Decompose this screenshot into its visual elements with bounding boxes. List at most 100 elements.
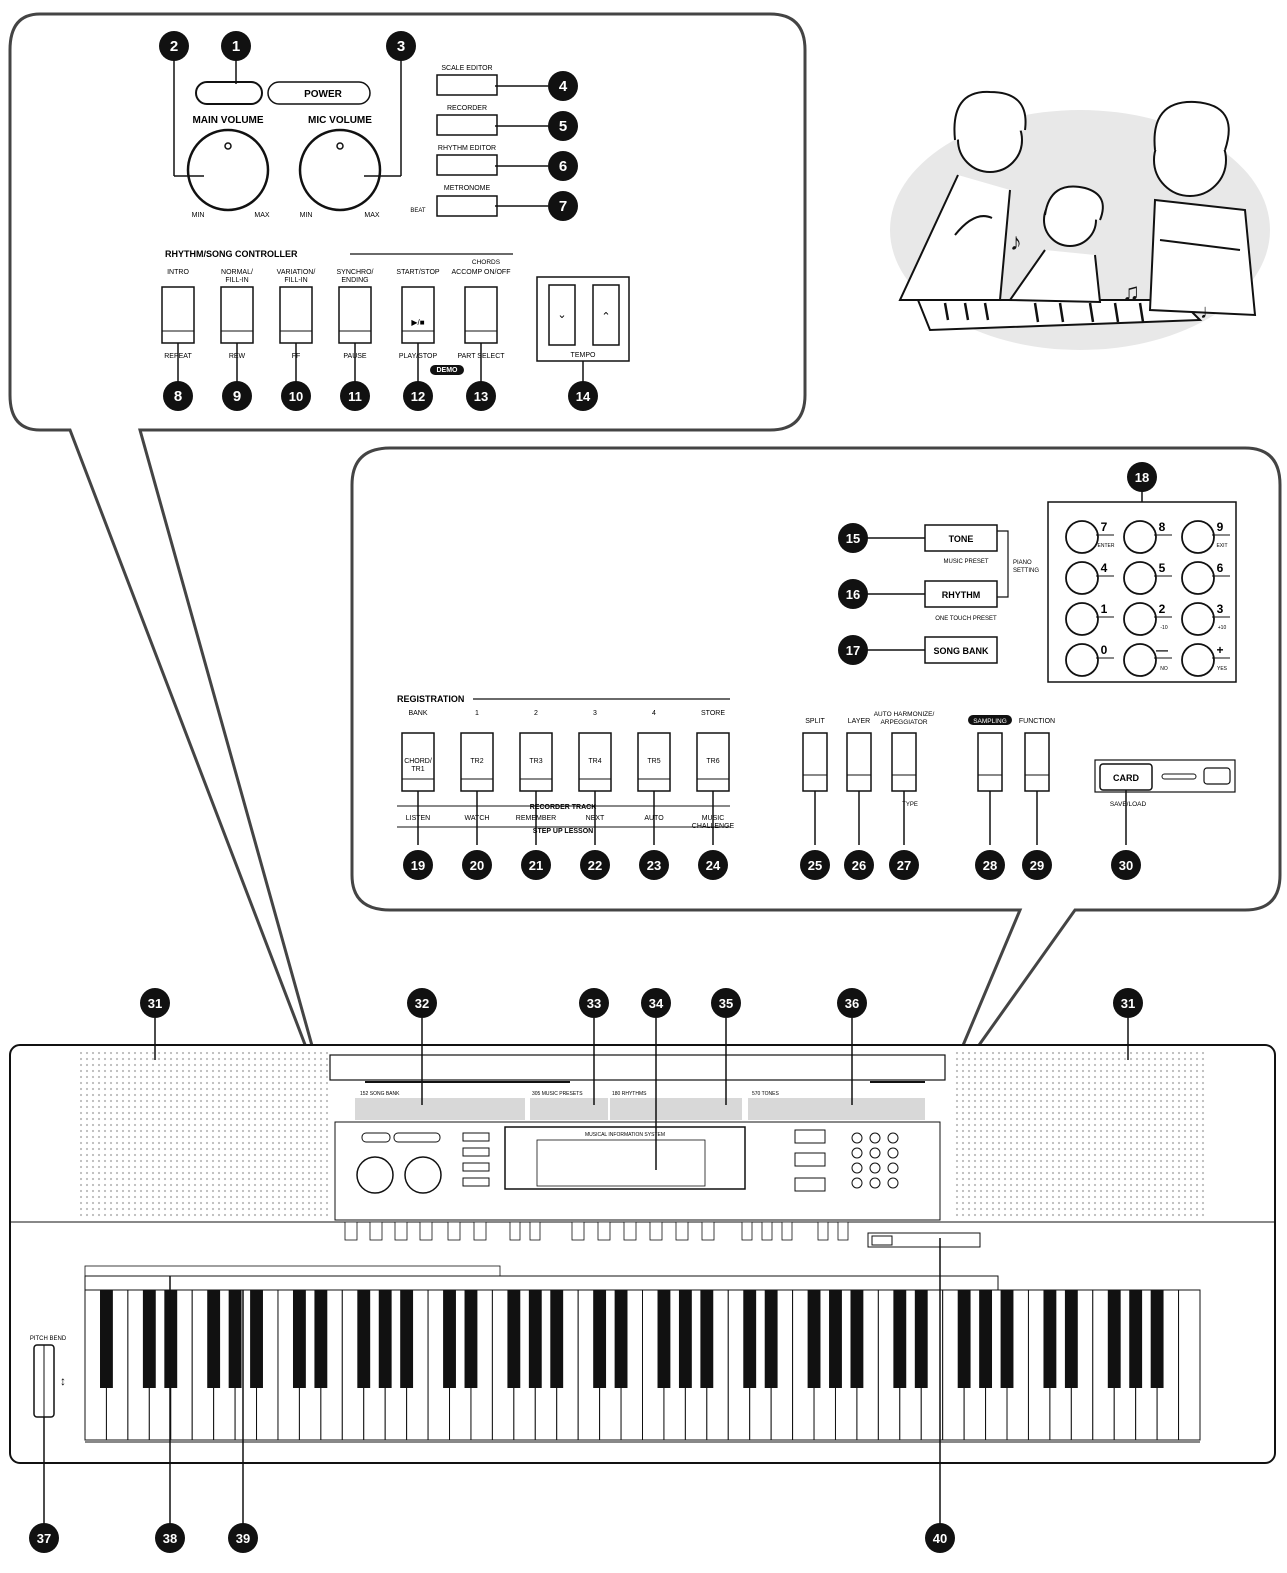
keypad-button[interactable] (1181, 520, 1215, 554)
black-key[interactable] (400, 1290, 414, 1388)
registration-button[interactable] (519, 732, 553, 792)
keypad-button[interactable] (1181, 602, 1215, 636)
metronome-button[interactable] (436, 195, 498, 217)
black-key[interactable] (700, 1290, 714, 1388)
black-key[interactable] (678, 1290, 692, 1388)
scale-editor-button[interactable] (436, 74, 498, 96)
white-key[interactable] (1178, 1289, 1201, 1441)
registration-button[interactable] (460, 732, 494, 792)
black-key[interactable] (1107, 1290, 1121, 1388)
number-badge-label: 18 (1135, 470, 1149, 485)
recorder-button[interactable] (436, 114, 498, 136)
black-key[interactable] (593, 1290, 607, 1388)
black-key[interactable] (207, 1290, 221, 1388)
number-badge (548, 151, 578, 181)
keyboard-body: 152 SONG BANK 305 MUSIC PRESETS 180 RHYT… (9, 1044, 1276, 1464)
black-key[interactable] (507, 1290, 521, 1388)
tone-button[interactable] (924, 524, 998, 552)
registration-button[interactable] (401, 732, 435, 792)
black-key[interactable] (228, 1290, 242, 1388)
registration-button[interactable] (696, 732, 730, 792)
keypad-sublabel: ENTER (1098, 543, 1115, 549)
black-key[interactable] (807, 1290, 821, 1388)
registration-button[interactable] (637, 732, 671, 792)
keypad-button[interactable] (1123, 643, 1157, 677)
black-key[interactable] (1129, 1290, 1143, 1388)
controller-button[interactable] (161, 286, 195, 344)
black-key[interactable] (1150, 1290, 1164, 1388)
number-badge (837, 988, 867, 1018)
number-badge (579, 988, 609, 1018)
keypad-button[interactable] (1065, 643, 1099, 677)
keypad-button[interactable] (1065, 520, 1099, 554)
registration-top-label: 4 (652, 710, 656, 717)
rhythm-editor-button[interactable] (436, 154, 498, 176)
sampling-button[interactable] (977, 732, 1003, 792)
black-key[interactable] (164, 1290, 178, 1388)
keypad-button[interactable] (1123, 561, 1157, 595)
black-key[interactable] (357, 1290, 371, 1388)
controller-button[interactable] (401, 286, 435, 344)
black-key[interactable] (464, 1290, 478, 1388)
keypad-button[interactable] (1181, 643, 1215, 677)
tempo-down-button[interactable] (548, 284, 576, 346)
main-volume-min: MIN (192, 212, 205, 219)
number-badge-label: 22 (588, 858, 602, 873)
black-key[interactable] (1000, 1290, 1014, 1388)
black-key[interactable] (528, 1290, 542, 1388)
controller-button[interactable] (338, 286, 372, 344)
keypad-button[interactable] (1065, 561, 1099, 595)
black-key[interactable] (1064, 1290, 1078, 1388)
black-key[interactable] (250, 1290, 263, 1388)
black-key[interactable] (979, 1290, 993, 1388)
chords-label: CHORDS (472, 259, 501, 266)
black-key[interactable] (914, 1290, 928, 1388)
controller-button[interactable] (279, 286, 313, 344)
black-key[interactable] (550, 1290, 564, 1388)
black-key[interactable] (829, 1290, 842, 1388)
controller-button[interactable] (220, 286, 254, 344)
black-key[interactable] (142, 1290, 156, 1388)
keypad-button[interactable] (1065, 602, 1099, 636)
controller-top-label: START/STOP (396, 269, 440, 276)
rhythm-button[interactable] (924, 580, 998, 608)
keypad-sublabel: YES (1217, 666, 1228, 672)
black-key[interactable] (292, 1290, 306, 1388)
black-key[interactable] (1043, 1290, 1057, 1388)
controller-button[interactable] (464, 286, 498, 344)
keypad-button[interactable] (1123, 602, 1157, 636)
number-badge (403, 850, 433, 880)
keypad-digit: 5 (1159, 561, 1166, 575)
mic-volume-knob[interactable] (298, 128, 382, 212)
black-key[interactable] (100, 1290, 113, 1388)
leader-lines (43, 1018, 1129, 1525)
black-key[interactable] (443, 1290, 456, 1388)
number-badge-label: 35 (719, 996, 733, 1011)
black-key[interactable] (764, 1290, 778, 1388)
auto-harmonize-button[interactable] (891, 732, 917, 792)
function-button[interactable] (1024, 732, 1050, 792)
music-presets-list-label: 305 MUSIC PRESETS (532, 1091, 583, 1097)
black-key[interactable] (614, 1290, 628, 1388)
number-badge-label: 17 (846, 643, 860, 658)
main-volume-knob[interactable] (186, 128, 270, 212)
layer-button[interactable] (846, 732, 872, 792)
controller-buttons: INTROREPEATNORMAL/FILL-INREWVARIATION/FI… (161, 269, 510, 382)
power-button[interactable] (195, 81, 263, 105)
black-key[interactable] (957, 1290, 971, 1388)
music-preset-label: MUSIC PRESET (943, 559, 988, 565)
number-badge-label: 9 (233, 388, 241, 405)
black-key[interactable] (378, 1290, 392, 1388)
black-key[interactable] (893, 1290, 907, 1388)
keypad-button[interactable] (1181, 561, 1215, 595)
registration-button[interactable] (578, 732, 612, 792)
tempo-up-button[interactable] (592, 284, 620, 346)
split-button[interactable] (802, 732, 828, 792)
black-key[interactable] (314, 1290, 328, 1388)
piano-keys (84, 1289, 1201, 1441)
black-key[interactable] (850, 1290, 864, 1388)
black-key[interactable] (657, 1290, 671, 1388)
black-key[interactable] (743, 1290, 757, 1388)
keypad-button[interactable] (1123, 520, 1157, 554)
